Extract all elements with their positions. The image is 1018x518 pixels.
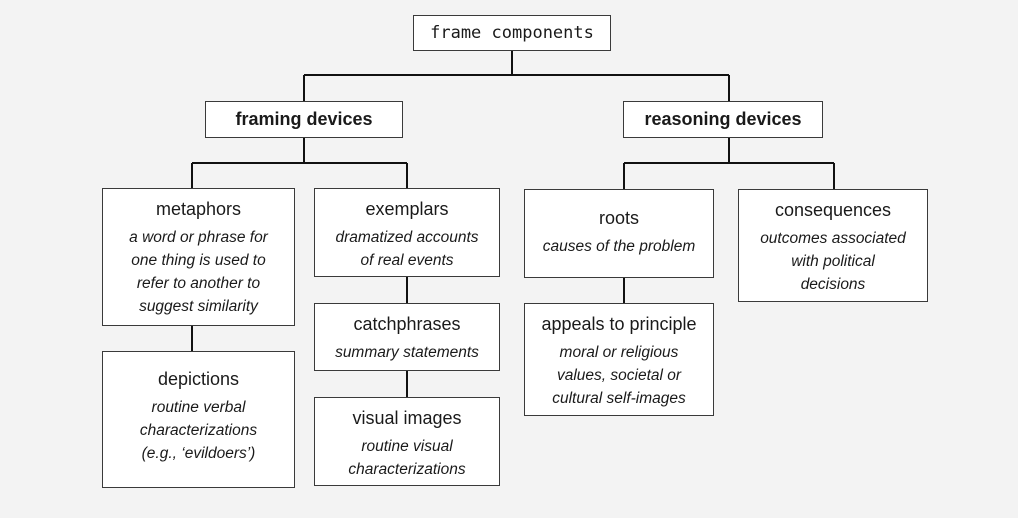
framing-devices-label: framing devices [235,109,373,129]
appeals-desc-line: moral or religious [559,344,679,361]
consequences-desc-line: outcomes associated [760,230,906,247]
metaphors-description: a word or phrase for one thing is used t… [103,226,294,318]
connector-root [303,50,730,101]
roots-box: roots causes of the problem [524,189,714,278]
depictions-desc-line: routine verbal [151,399,246,416]
visual-images-description: routine visual characterizations [315,435,499,481]
consequences-desc-line: with political [791,253,875,270]
framing-devices-box: framing devices [205,101,403,138]
catchphrases-description: summary statements [315,341,499,364]
exemplars-description: dramatized accounts of real events [315,226,499,272]
depictions-description: routine verbal characterizations (e.g., … [103,396,294,465]
frame-components-label: frame components [430,23,594,43]
exemplars-desc-line: of real events [360,252,454,269]
connector-reasoning [623,138,835,189]
metaphors-desc-line: suggest similarity [139,298,258,315]
reasoning-devices-label: reasoning devices [644,109,802,129]
consequences-description: outcomes associated with political decis… [739,227,927,296]
visual-images-box: visual images routine visual characteriz… [314,397,500,486]
frame-components-box: frame components [413,15,611,51]
exemplars-title: exemplars [365,199,449,219]
visual-images-desc-line: characterizations [348,461,466,478]
roots-title: roots [598,208,640,228]
appeals-to-principle-box: appeals to principle moral or religious … [524,303,714,416]
consequences-title: consequences [774,200,892,220]
exemplars-box: exemplars dramatized accounts of real ev… [314,188,500,277]
metaphors-desc-line: refer to another to [136,275,261,292]
catchphrases-title: catchphrases [353,314,461,334]
consequences-box: consequences outcomes associated with po… [738,189,928,302]
roots-description: causes of the problem [525,235,713,258]
metaphors-box: metaphors a word or phrase for one thing… [102,188,295,326]
metaphors-desc-line: a word or phrase for [129,229,268,246]
appeals-to-principle-description: moral or religious values, societal or c… [525,341,713,410]
depictions-box: depictions routine verbal characterizati… [102,351,295,488]
metaphors-title: metaphors [155,199,242,219]
metaphors-desc-line: one thing is used to [131,252,266,269]
appeals-to-principle-title: appeals to principle [541,314,697,334]
visual-images-title: visual images [352,408,462,428]
depictions-desc-line: (e.g., ‘evildoers’) [141,445,256,462]
reasoning-devices-box: reasoning devices [623,101,823,138]
catchphrases-desc-line: summary statements [335,344,479,361]
appeals-desc-line: values, societal or [556,367,682,384]
appeals-desc-line: cultural self-images [552,390,686,407]
depictions-title: depictions [157,369,240,389]
visual-images-desc-line: routine visual [361,438,453,455]
catchphrases-box: catchphrases summary statements [314,303,500,371]
consequences-desc-line: decisions [800,276,866,293]
connector-framing [191,138,408,188]
depictions-desc-line: characterizations [139,422,258,439]
roots-desc-line: causes of the problem [542,238,696,255]
exemplars-desc-line: dramatized accounts [335,229,479,246]
